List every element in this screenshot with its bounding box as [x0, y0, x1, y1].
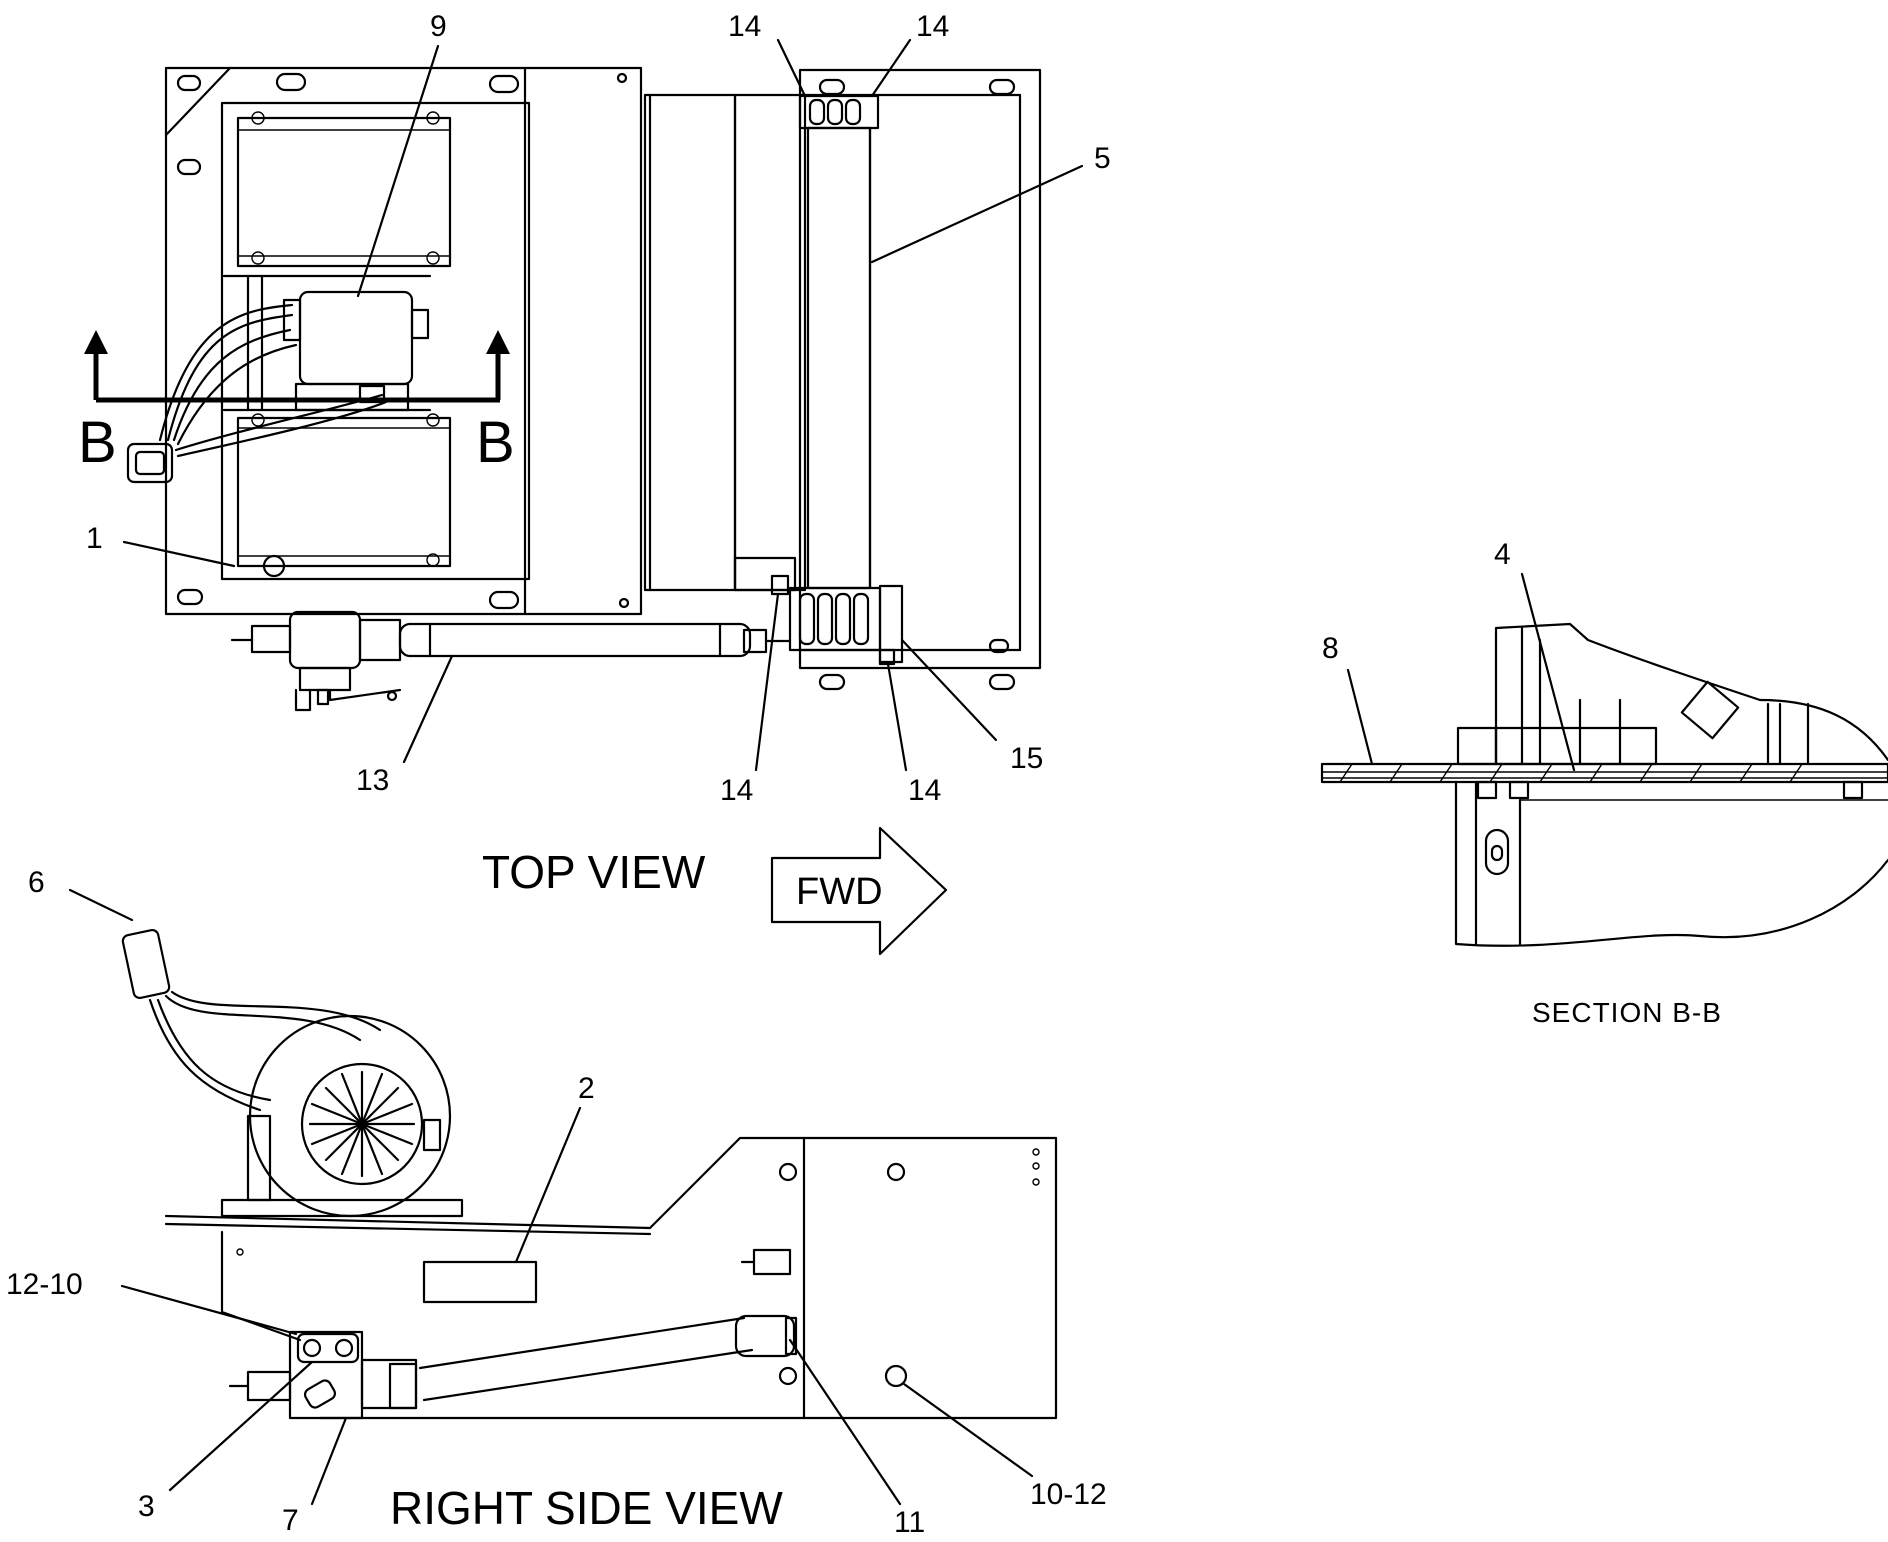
right-side-view-title: RIGHT SIDE VIEW	[390, 1482, 783, 1534]
upper-housing	[236, 116, 452, 268]
top-view: B B	[78, 66, 1042, 712]
right-frame	[798, 68, 1042, 670]
controller-module	[298, 290, 414, 386]
top-view-title: TOP VIEW	[482, 846, 706, 898]
base-plate	[164, 66, 643, 616]
callout-14-top-left: 14	[728, 10, 761, 43]
section-callouts: 8 4	[1322, 538, 1576, 772]
callout-5: 5	[1094, 142, 1111, 175]
section-b-b-title: SECTION B-B	[1532, 997, 1722, 1028]
lower-housing	[236, 416, 452, 568]
callout-11: 11	[894, 1506, 925, 1539]
callout-2: 2	[578, 1072, 595, 1105]
bracket	[878, 584, 904, 664]
blower-wheel	[300, 1062, 424, 1186]
blower-connector	[121, 928, 171, 1000]
label-plate	[422, 1260, 538, 1304]
mounting-slots	[176, 72, 630, 610]
callout-1: 1	[86, 522, 103, 555]
right-side-view	[121, 928, 1058, 1420]
forward-arrow: FWD	[770, 826, 948, 956]
wire-harness	[158, 303, 388, 458]
callout-14-top-right: 14	[916, 10, 949, 43]
side-view-callouts: 6 2 12-10 3 7 11 10-12	[6, 866, 1107, 1539]
callout-8: 8	[1322, 632, 1339, 665]
top-clamp	[798, 94, 880, 130]
section-lower-body	[1454, 780, 1888, 947]
section-b-b	[1320, 622, 1888, 947]
blower-housing	[248, 1014, 452, 1218]
heater-hose	[230, 610, 792, 712]
forward-label: FWD	[796, 871, 883, 913]
callout-4: 4	[1494, 538, 1511, 571]
heater-panel	[643, 93, 737, 592]
section-marker-right: B	[476, 410, 515, 475]
connector	[126, 442, 174, 484]
callout-14-bottom-right: 14	[908, 774, 941, 807]
callout-7: 7	[282, 1504, 299, 1537]
section-line-b-b: B B	[78, 330, 515, 475]
callout-13: 13	[356, 764, 389, 797]
section-housing	[1494, 622, 1888, 766]
top-view-callouts: 9 14 14 5 1 13 14 14 15	[86, 10, 1111, 807]
section-marker-left: B	[78, 410, 117, 475]
heater-core	[806, 126, 872, 590]
callout-14-bottom-left: 14	[720, 774, 753, 807]
section-plate	[1320, 762, 1888, 784]
callout-6: 6	[28, 866, 45, 899]
callout-3: 3	[138, 1490, 155, 1523]
callout-15: 15	[1010, 742, 1043, 775]
callout-10-12: 10-12	[1030, 1478, 1107, 1511]
callout-9: 9	[430, 10, 447, 43]
side-base	[164, 1136, 1058, 1420]
inner-panel	[220, 101, 531, 581]
callout-12-10: 12-10	[6, 1268, 83, 1301]
